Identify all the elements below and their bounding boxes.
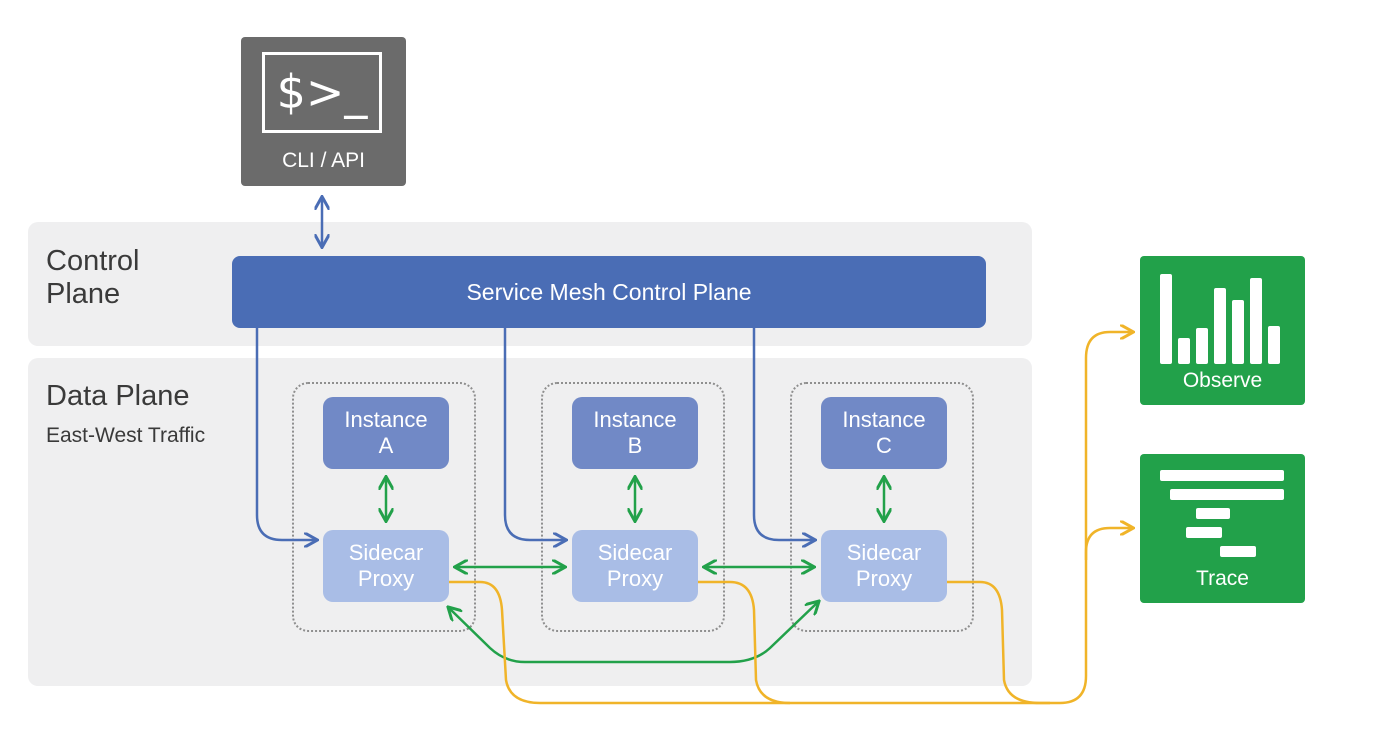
service-group-a [292,382,476,632]
terminal-icon: $>_ [262,52,382,133]
control-plane-label-line1: Control [46,245,140,277]
telemetry-to-trace [1084,528,1132,560]
proxy-b-line2: Proxy [606,566,664,591]
instance-a-line2: A [378,433,394,458]
trace-label: Trace [1196,567,1249,590]
instance-a-line1: Instance [344,407,428,432]
service-mesh-control-plane: Service Mesh Control Plane [232,256,986,328]
telemetry-to-observe [1084,332,1132,560]
data-plane-label: Data Plane [46,380,190,412]
instance-c-line1: Instance [842,407,926,432]
bar-chart-icon [1160,274,1280,364]
instance-c-line2: C [876,433,892,458]
proxy-b-line1: Sidecar [597,540,673,565]
control-plane-label: Control Plane [46,245,140,311]
service-group-b [541,382,725,632]
proxy-a-line2: Proxy [357,566,415,591]
service-group-c [790,382,974,632]
telemetry-proxy-b [698,580,791,705]
proxy-a-c-arrow [449,602,818,664]
cli-api-label: CLI / API [282,149,365,172]
observe-box: Observe [1140,256,1305,405]
trace-icon [1160,470,1284,557]
control-plane-label-line2: Plane [46,278,121,310]
control-to-proxy-b [503,328,565,540]
observe-label: Observe [1182,369,1263,392]
control-to-proxy-a [255,328,316,540]
telemetry-proxy-a [449,580,1050,705]
proxy-c-line2: Proxy [855,566,913,591]
instance-b-line2: B [627,433,643,458]
cli-api-box: $>_ CLI / API [241,37,406,186]
proxy-a-line1: Sidecar [348,540,424,565]
telemetry-proxy-c [947,560,1088,705]
proxy-c-line1: Sidecar [846,540,922,565]
instance-b-line1: Instance [593,407,677,432]
control-to-proxy-c [752,328,814,540]
trace-box: Trace [1140,454,1305,603]
east-west-traffic-label: East-West Traffic [46,424,206,447]
